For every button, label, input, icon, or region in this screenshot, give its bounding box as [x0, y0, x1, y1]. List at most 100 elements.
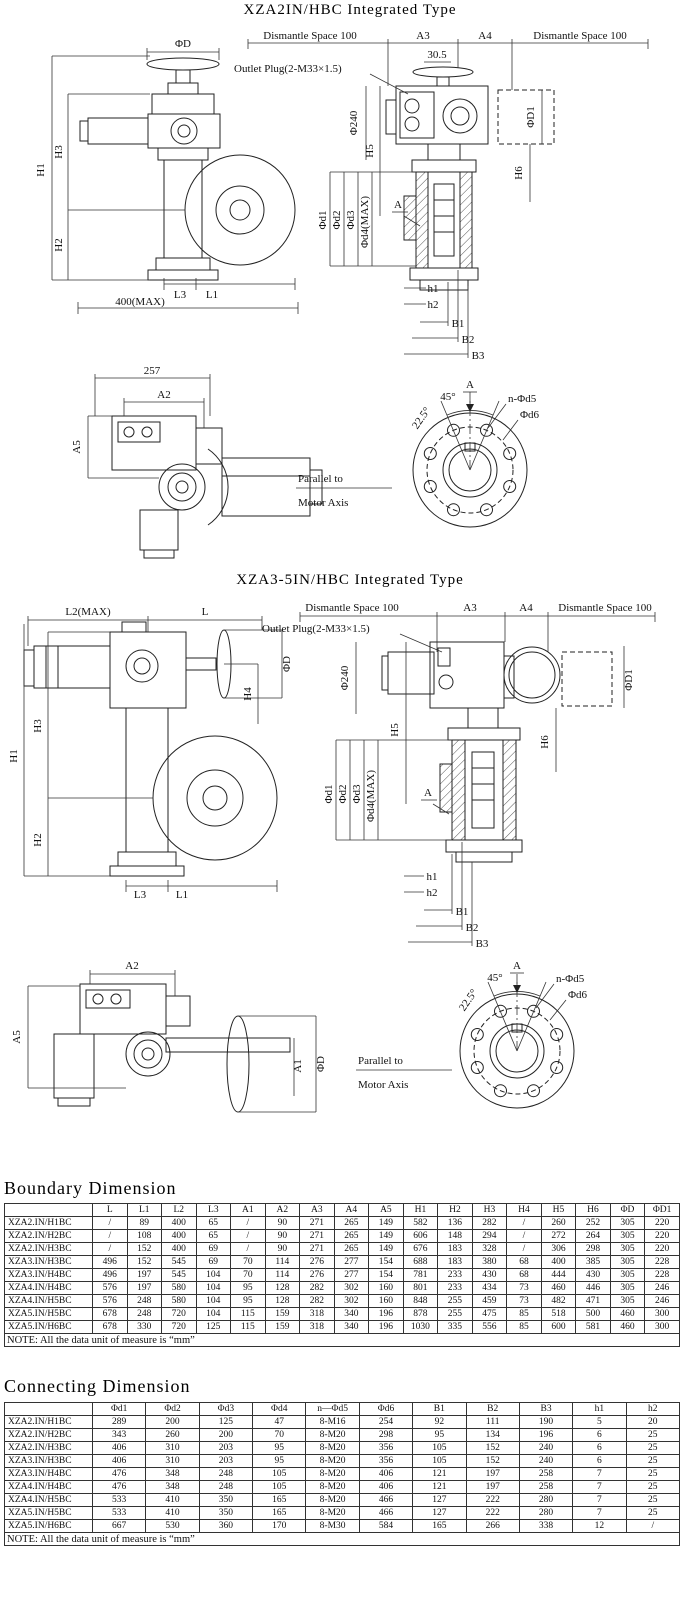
dim-label-l3: L3: [174, 289, 187, 301]
dim-label-a1: A1: [292, 1059, 304, 1072]
parallel-to-label: Parallel to: [358, 1055, 403, 1067]
view-a-arrowhead: [513, 985, 521, 993]
row-label: XZA5.IN/H5BC: [4, 1506, 93, 1520]
cell: 280: [518, 1493, 574, 1507]
dim-label-h5: H5: [389, 723, 401, 737]
cell: /: [230, 1216, 266, 1230]
cell: 246: [644, 1294, 680, 1308]
cell: 125: [198, 1415, 254, 1429]
cell: 298: [358, 1428, 414, 1442]
cell: 69: [195, 1255, 232, 1269]
cell: 475: [471, 1307, 508, 1321]
cell: 471: [575, 1294, 611, 1308]
cell: 149: [368, 1216, 404, 1230]
cell: 360: [198, 1519, 254, 1533]
drawing-xza2-front-and-section: ΦD Dismantle Space 100 A3 A4 Dismantle S…: [35, 30, 649, 360]
row-label: XZA2.IN/H2BC: [4, 1428, 93, 1442]
cell: 149: [368, 1229, 404, 1243]
cell: 265: [333, 1216, 370, 1230]
cell: 678: [92, 1307, 128, 1321]
row-label: XZA3.IN/H4BC: [4, 1268, 93, 1282]
cell: 128: [264, 1294, 301, 1308]
cell: 196: [368, 1307, 404, 1321]
cell: 69: [195, 1242, 232, 1256]
cell: 476: [91, 1480, 147, 1494]
cell: 222: [465, 1506, 520, 1520]
column-header: Φd1: [91, 1402, 147, 1416]
cell: 265: [333, 1229, 370, 1243]
cell: 6: [572, 1441, 627, 1455]
cell: 92: [412, 1415, 467, 1429]
column-header: H2: [437, 1203, 473, 1217]
cell: 277: [333, 1255, 370, 1269]
dim-label-phid1: Φd1: [317, 210, 329, 229]
cell: 105: [252, 1480, 307, 1494]
cell: 533: [91, 1506, 147, 1520]
cell: 104: [195, 1307, 232, 1321]
cell: 720: [161, 1320, 197, 1334]
dim-label-h1: H1: [8, 749, 20, 762]
cell: 73: [506, 1281, 542, 1295]
cell: 7: [572, 1506, 627, 1520]
cell: 8-M20: [305, 1506, 360, 1520]
xza2-front-view: [79, 57, 296, 281]
cell: 246: [644, 1281, 680, 1295]
dim-label-a3: A3: [416, 30, 430, 42]
cell: 356: [358, 1454, 414, 1468]
view-a-arrowhead: [466, 404, 474, 412]
cell: 165: [252, 1506, 307, 1520]
row-label: XZA4.IN/H4BC: [4, 1480, 93, 1494]
cell: 127: [412, 1506, 467, 1520]
cell: 154: [368, 1255, 404, 1269]
cell: 170: [252, 1519, 307, 1533]
column-header: [4, 1203, 93, 1217]
cell: 318: [299, 1307, 335, 1321]
cell: 203: [198, 1454, 254, 1468]
column-header: A4: [333, 1203, 370, 1217]
dim-label-dismantle-left: Dismantle Space 100: [263, 30, 357, 42]
cell: 8-M20: [305, 1480, 360, 1494]
cell: 108: [126, 1229, 163, 1243]
cell: 104: [195, 1294, 232, 1308]
dim-label-30-5: 30.5: [427, 49, 447, 61]
cell: 496: [92, 1268, 128, 1282]
cell: 148: [437, 1229, 473, 1243]
row-label: XZA5.IN/H6BC: [4, 1519, 93, 1533]
cell: 165: [412, 1519, 467, 1533]
column-header: h2: [625, 1402, 681, 1416]
column-header: Φd3: [198, 1402, 254, 1416]
xza35-section-dimension-lines: [299, 612, 656, 946]
cell: 271: [299, 1216, 335, 1230]
dim-label-h2-small: h2: [427, 887, 438, 899]
xza2-plan-view: [111, 415, 323, 559]
dim-label-phid2: Φd2: [337, 784, 349, 803]
motor-axis-label: Motor Axis: [298, 497, 348, 509]
cell: 220: [644, 1216, 680, 1230]
row-label: XZA4.IN/H4BC: [4, 1281, 93, 1295]
cell: 152: [465, 1454, 520, 1468]
cell: 104: [195, 1268, 232, 1282]
dim-label-h3: H3: [53, 145, 65, 159]
cell: /: [506, 1216, 542, 1230]
cell: 400: [161, 1216, 197, 1230]
cell: 115: [230, 1320, 266, 1334]
dim-label-h3: H3: [32, 719, 44, 733]
column-header: A3: [299, 1203, 335, 1217]
cell: 95: [230, 1294, 266, 1308]
dim-label-phi240: Φ240: [348, 110, 360, 135]
cell: 302: [333, 1281, 370, 1295]
cell: 248: [198, 1467, 254, 1481]
dim-label-phiD: ΦD: [281, 656, 293, 672]
cell: 105: [412, 1454, 467, 1468]
cell: 8-M20: [305, 1467, 360, 1481]
cell: 406: [91, 1454, 147, 1468]
cell: 385: [575, 1255, 611, 1269]
cell: 7: [572, 1467, 627, 1481]
row-label: XZA2.IN/H1BC: [4, 1216, 93, 1230]
cell: 434: [471, 1281, 508, 1295]
cell: 89: [126, 1216, 163, 1230]
cell: 70: [230, 1268, 266, 1282]
cell: 460: [540, 1281, 577, 1295]
